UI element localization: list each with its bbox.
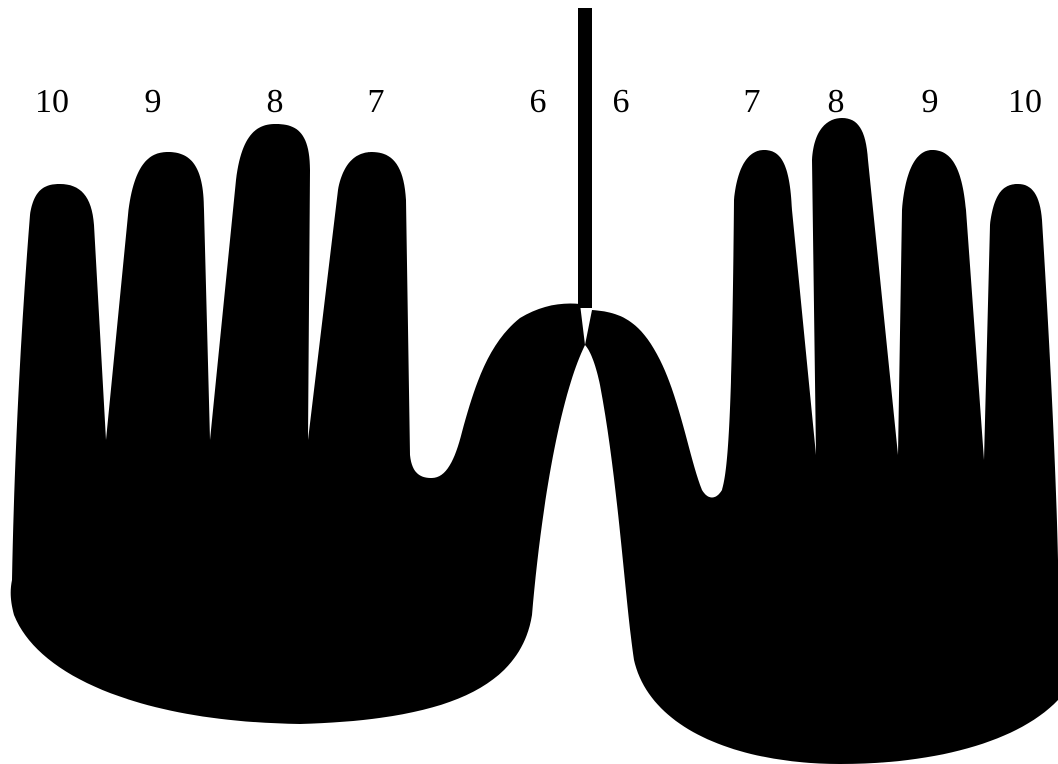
left-finger-label-6: 6 [530, 83, 547, 120]
left-finger-label-8: 8 [267, 83, 284, 120]
right-finger-label-7: 7 [744, 83, 761, 120]
left-finger-label-7: 7 [368, 83, 385, 120]
left-finger-label-10: 10 [35, 83, 69, 120]
center-divider-bar [578, 8, 592, 308]
left-finger-label-9: 9 [145, 83, 162, 120]
right-hand-labels: 6 7 8 9 10 [613, 83, 1043, 120]
right-finger-label-10: 10 [1008, 83, 1042, 120]
left-hand-silhouette [11, 124, 585, 724]
right-finger-label-8: 8 [828, 83, 845, 120]
left-hand-labels: 10 9 8 7 6 [35, 83, 547, 120]
right-hand-silhouette [585, 118, 1058, 764]
right-finger-label-6: 6 [613, 83, 630, 120]
right-finger-label-9: 9 [922, 83, 939, 120]
